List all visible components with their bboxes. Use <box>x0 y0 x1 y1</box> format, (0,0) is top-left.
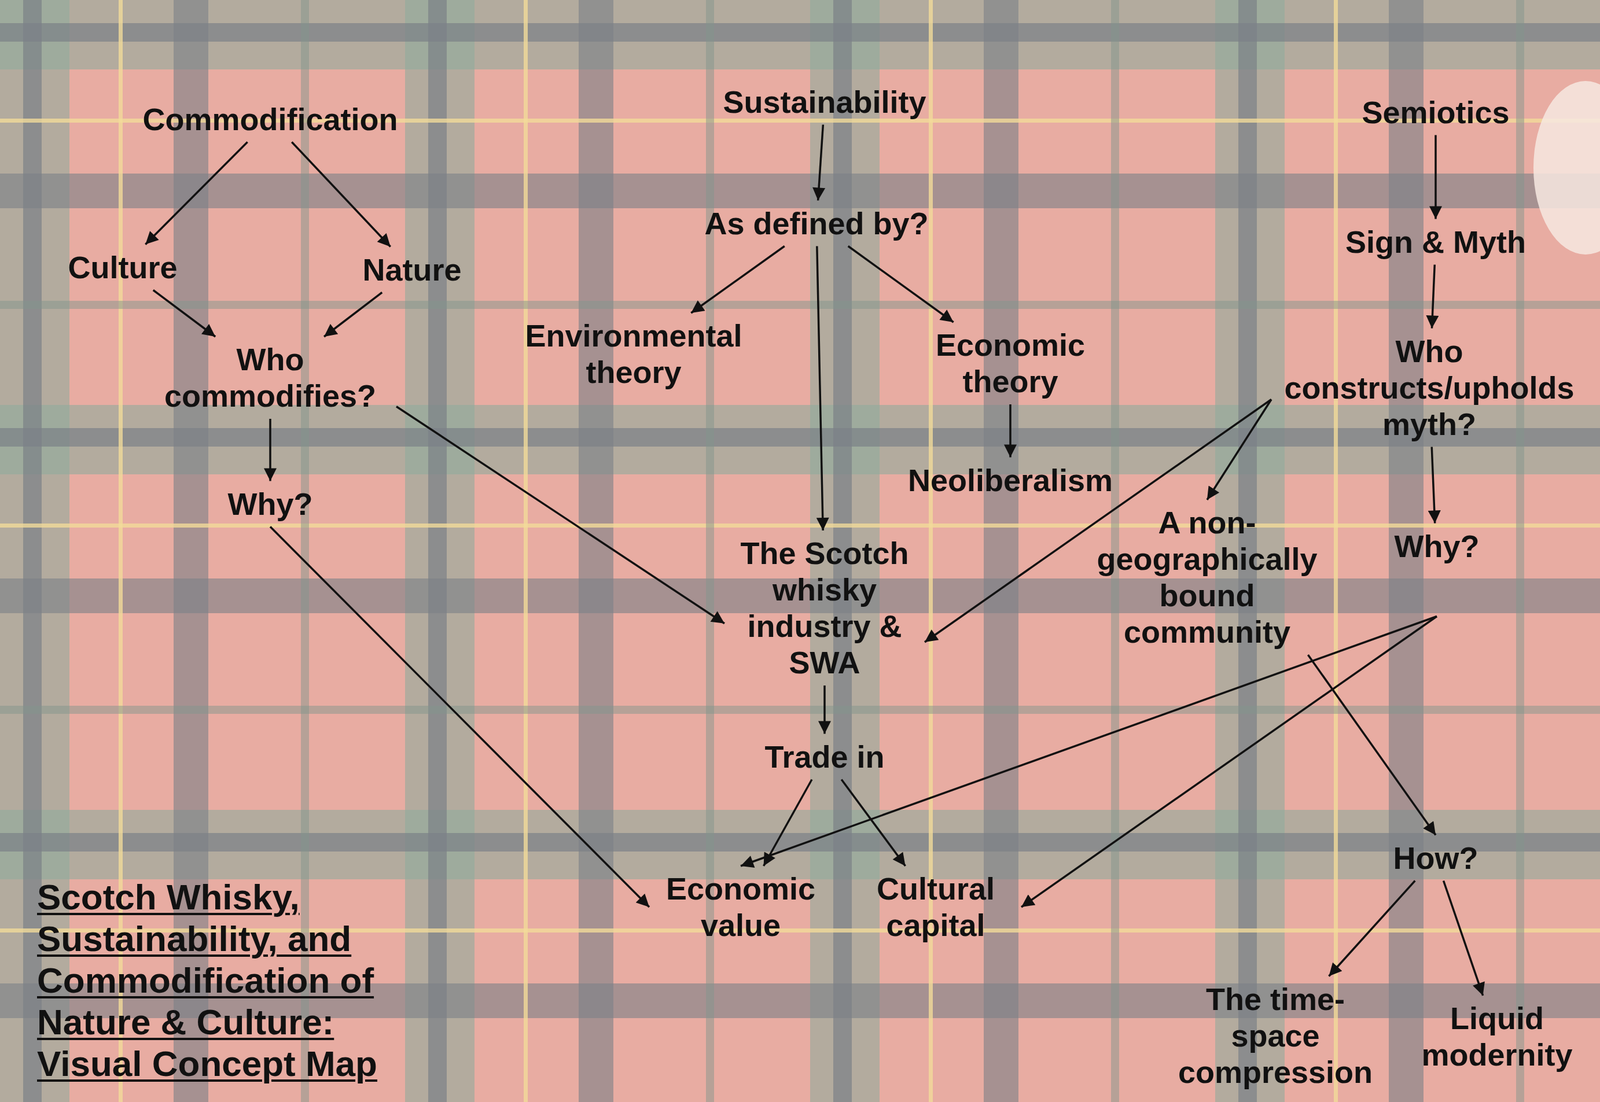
concept-label: Nature <box>357 247 466 293</box>
concept-text: Environmental theory <box>512 317 756 391</box>
arrow-connector <box>823 685 826 735</box>
arrow-connector <box>1009 404 1012 458</box>
concept-text: Trade in <box>764 738 885 776</box>
concept-text: Economic value <box>653 870 828 944</box>
concept-label: Who constructs/upholds myth? <box>1271 328 1588 448</box>
concept-text: A non-geographically bound community <box>1085 504 1329 651</box>
concept-text: How? <box>1393 840 1479 877</box>
arrow-connector <box>145 142 248 245</box>
concept-text: Semiotics <box>1361 94 1510 131</box>
arrow-connector <box>324 292 382 338</box>
arrow-connector <box>763 780 812 867</box>
arrow-connector <box>1443 881 1484 997</box>
arrow-connector <box>291 142 391 248</box>
concept-text: Sign & Myth <box>1345 223 1526 261</box>
arrow-connector <box>848 246 954 323</box>
concept-label: Commodification <box>138 96 403 143</box>
concept-label: As defined by? <box>699 200 933 247</box>
concept-label: Economic value <box>649 866 833 949</box>
diagram-title: Scotch Whisky, Sustainability, and Commo… <box>37 876 396 1085</box>
arrow-connector <box>270 527 650 908</box>
arrow-connector <box>153 290 216 338</box>
concept-label: Sustainability <box>718 79 931 125</box>
concept-text: The Scotch whisky industry & SWA <box>729 535 921 682</box>
concept-text: Culture <box>68 249 178 286</box>
arrow-connector <box>1307 655 1436 836</box>
concept-text: Who commodifies? <box>148 341 392 415</box>
arrow-connector <box>690 246 785 314</box>
arrow-connector <box>1207 399 1272 501</box>
arrow-connector <box>841 780 906 867</box>
concept-text: Economic theory <box>917 326 1103 400</box>
arrow-connector <box>1434 135 1437 220</box>
arrow-connector <box>1328 881 1415 977</box>
concept-text: Neoliberalism <box>907 462 1113 499</box>
concept-label: Cultural capital <box>850 866 1022 949</box>
concept-label: Who commodifies? <box>144 336 397 419</box>
concept-text: Cultural capital <box>854 870 1017 944</box>
concept-label: Liquid modernity <box>1408 995 1586 1079</box>
concept-label: Sign & Myth <box>1340 219 1531 266</box>
concept-text: The time-space compression <box>1168 981 1383 1091</box>
concept-label: Why? <box>223 481 318 528</box>
concept-text: Commodification <box>142 101 399 138</box>
arrow-connector <box>817 246 823 532</box>
concept-label: How? <box>1388 835 1484 882</box>
arrow-connector <box>1431 447 1435 524</box>
concept-label: Semiotics <box>1356 89 1514 136</box>
arrow-connector <box>818 124 824 201</box>
concept-label: Economic theory <box>913 322 1108 405</box>
concept-label: Environmental theory <box>507 313 760 396</box>
arrow-connector <box>1431 265 1435 329</box>
arrow-connector <box>269 418 272 482</box>
concept-text: Why? <box>1394 528 1480 565</box>
concept-label: Culture <box>63 244 183 291</box>
concept-label: Trade in <box>759 734 889 781</box>
arrow-connector <box>1021 616 1437 908</box>
concept-text: Nature <box>362 251 462 289</box>
concept-label: A non-geographically bound community <box>1080 499 1334 656</box>
concept-text: Why? <box>227 486 314 523</box>
concept-text: Liquid modernity <box>1413 1000 1581 1074</box>
concept-label: Why? <box>1389 523 1485 617</box>
concept-text: Who constructs/upholds myth? <box>1275 333 1583 443</box>
arrow-connector <box>396 406 725 624</box>
concept-label: The time-space compression <box>1163 976 1388 1096</box>
concept-text: Sustainability <box>722 83 926 121</box>
concept-label: The Scotch whisky industry & SWA <box>724 530 925 686</box>
concept-label: Neoliberalism <box>903 457 1118 504</box>
concept-text: As defined by? <box>704 205 929 242</box>
